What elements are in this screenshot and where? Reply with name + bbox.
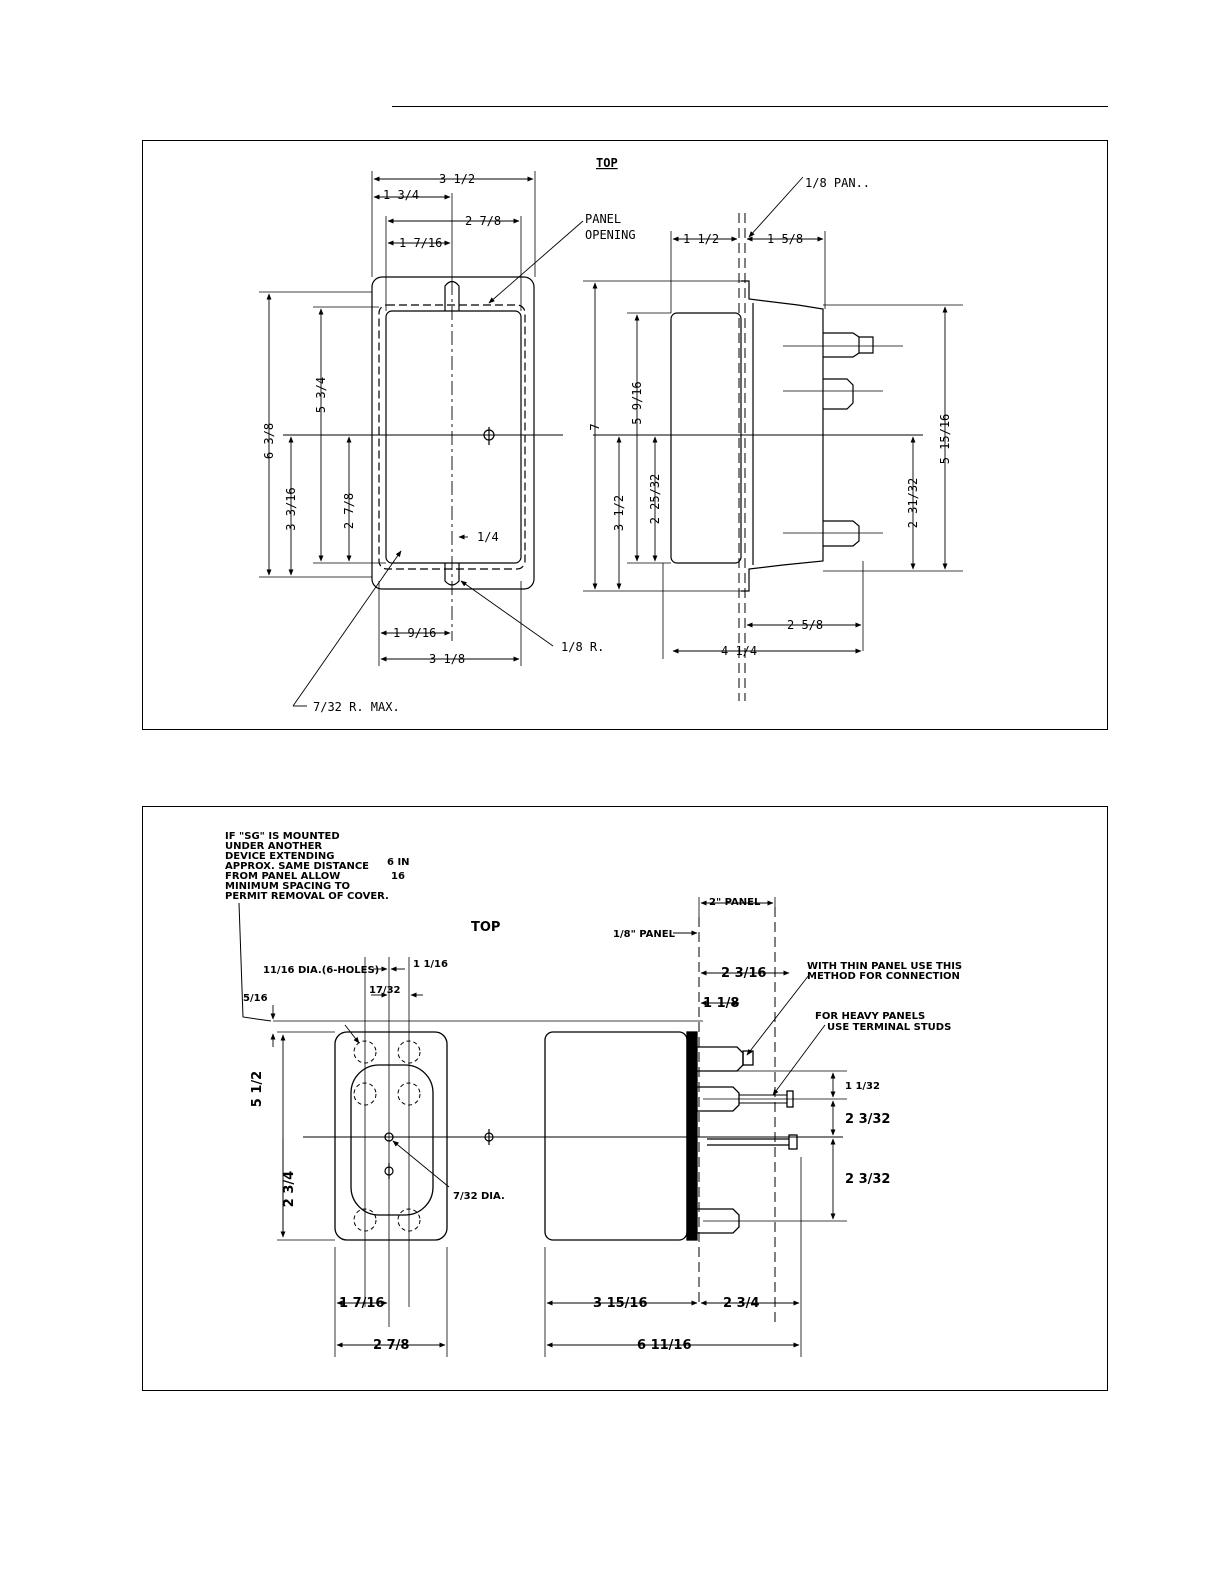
dim-5-9-16: 5 9/16 bbox=[630, 381, 644, 424]
holes-label: 11/16 DIA.(6-HOLES) bbox=[263, 965, 379, 976]
dim-3-1-2: 3 1/2 bbox=[439, 172, 475, 186]
front-view-inner-oval bbox=[350, 1064, 434, 1216]
dim-5-15-16: 5 15/16 bbox=[938, 414, 952, 465]
mount-note-line-6: MINIMUM SPACING TO bbox=[225, 881, 350, 892]
drawing-panel-1: TOP 1/8 PAN.. PANEL OPENING 3 1/2 1 3/4 … bbox=[142, 140, 1108, 730]
dim-3-1-8: 3 1/8 bbox=[429, 652, 465, 666]
dim-7: 7 bbox=[588, 423, 602, 430]
mount-note-fraction-num: 6 IN bbox=[387, 857, 410, 868]
dim-2-5-8: 2 5/8 bbox=[787, 618, 823, 632]
dim-17-32: 17/32 bbox=[369, 985, 401, 996]
dim-5-16: 5/16 bbox=[243, 993, 268, 1004]
side-view-body bbox=[670, 312, 742, 564]
dim-5-1-2: 5 1/2 bbox=[250, 1071, 265, 1107]
panel-opening-label-1: PANEL bbox=[585, 212, 621, 226]
panel-opening-outline bbox=[378, 304, 526, 570]
dim-1-9-16: 1 9/16 bbox=[393, 626, 436, 640]
dim-1-3-4: 1 3/4 bbox=[383, 188, 419, 202]
dim-5-3-4: 5 3/4 bbox=[314, 377, 328, 413]
dim-2-7-8-top: 2 7/8 bbox=[465, 214, 501, 228]
view-title-top-2: TOP bbox=[471, 920, 500, 935]
front-view-outer-outline bbox=[371, 276, 535, 590]
dim-3-3-16: 3 3/16 bbox=[284, 487, 298, 530]
front-view-inner-body bbox=[385, 310, 522, 564]
front-view-outer-outline-2 bbox=[334, 1031, 448, 1241]
dim-6-11-16: 6 11/16 bbox=[637, 1338, 692, 1353]
dim-1-1-2: 1 1/2 bbox=[683, 232, 719, 246]
dim-radius-1-8: 1/8 R. bbox=[561, 640, 604, 654]
mount-note-line-2: UNDER ANOTHER bbox=[225, 841, 322, 852]
dim-1-1-32: 1 1/32 bbox=[845, 1081, 880, 1092]
panel-thickness-note: 1/8 PAN.. bbox=[805, 176, 870, 190]
mount-note-line-7: PERMIT REMOVAL OF COVER. bbox=[225, 891, 389, 902]
thin-panel-note-line-1: WITH THIN PANEL USE THIS bbox=[807, 961, 962, 972]
dim-2-7-8: 2 7/8 bbox=[373, 1338, 409, 1353]
heavy-panel-note-line-2: USE TERMINAL STUDS bbox=[827, 1022, 951, 1033]
thin-panel-note-line-2: METHOD FOR CONNECTION bbox=[807, 971, 960, 982]
dim-2-25-32: 2 25/32 bbox=[648, 474, 662, 525]
mount-note-line-4: APPROX. SAME DISTANCE bbox=[225, 861, 369, 872]
dim-6-3-8: 6 3/8 bbox=[262, 423, 276, 459]
dim-1-1-16: 1 1/16 bbox=[413, 959, 448, 970]
dim-2-3-16: 2 3/16 bbox=[721, 966, 766, 981]
dim-4-1-4: 4 1/4 bbox=[721, 644, 757, 658]
dim-slot-1-4: 1/4 bbox=[477, 530, 499, 544]
dim-7-32-dia: 7/32 DIA. bbox=[453, 1191, 505, 1202]
mount-note-line-1: IF "SG" IS MOUNTED bbox=[225, 831, 340, 842]
panel-1-8-label: 1/8" PANEL bbox=[613, 929, 676, 940]
heavy-panel-note-line-1: FOR HEAVY PANELS bbox=[815, 1011, 925, 1022]
dim-2-31-32: 2 31/32 bbox=[906, 478, 920, 529]
dim-1-7-16: 1 7/16 bbox=[339, 1296, 384, 1311]
dim-3-15-16: 3 15/16 bbox=[593, 1296, 648, 1311]
dim-1-1-8: 1 1/8 bbox=[703, 996, 739, 1011]
dim-2-3-32-upper: 2 3/32 bbox=[845, 1112, 890, 1127]
side-view-body-2 bbox=[544, 1031, 688, 1241]
header-rule bbox=[392, 106, 1108, 107]
dim-2-3-32-lower: 2 3/32 bbox=[845, 1172, 890, 1187]
dim-2-7-8-side: 2 7/8 bbox=[342, 493, 356, 529]
drawing-panel-2: IF "SG" IS MOUNTED UNDER ANOTHER DEVICE … bbox=[142, 806, 1108, 1391]
dim-2-3-4-front: 2 3/4 bbox=[282, 1171, 297, 1207]
view-title-top-1: TOP bbox=[596, 156, 618, 170]
mount-note-line-3: DEVICE EXTENDING bbox=[225, 851, 334, 862]
dim-2-3-4-side: 2 3/4 bbox=[723, 1296, 759, 1311]
mount-note-fraction-den: 16 bbox=[391, 871, 405, 882]
panel-opening-label-2: OPENING bbox=[585, 228, 636, 242]
dim-radius-7-32: 7/32 R. MAX. bbox=[313, 700, 400, 714]
dim-3-1-2-side: 3 1/2 bbox=[612, 495, 626, 531]
dimension-drawing-1: TOP 1/8 PAN.. PANEL OPENING 3 1/2 1 3/4 … bbox=[259, 156, 963, 714]
dimension-drawing-2: IF "SG" IS MOUNTED UNDER ANOTHER DEVICE … bbox=[225, 831, 962, 1357]
panel-2in-label: 2" PANEL bbox=[709, 897, 761, 908]
dim-1-5-8: 1 5/8 bbox=[767, 232, 803, 246]
mount-note-line-5: FROM PANEL ALLOW bbox=[225, 871, 340, 882]
dim-1-7-16: 1 7/16 bbox=[399, 236, 442, 250]
